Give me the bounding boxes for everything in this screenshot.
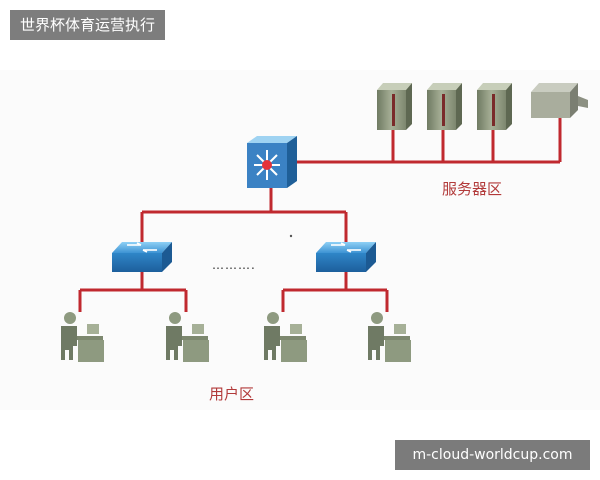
workstation-icon <box>166 312 209 362</box>
page-title: 世界杯体育运营执行 <box>10 10 166 40</box>
core-switch-icon <box>247 136 297 188</box>
server-zone-label: 服务器区 <box>442 180 503 198</box>
watermark: m-cloud-worldcup.com <box>395 440 590 470</box>
server-icon <box>477 83 512 130</box>
server-links <box>297 118 562 164</box>
user-zone-label: 用户区 <box>209 385 255 403</box>
printer-icon <box>531 83 588 118</box>
access-switch-icon <box>316 242 376 272</box>
server-icon <box>377 83 412 130</box>
access-links <box>78 272 389 312</box>
server-icon <box>427 83 462 130</box>
stray-dot <box>289 234 293 238</box>
access-switch-icon <box>112 242 172 272</box>
ellipsis: ………. <box>212 258 256 272</box>
workstation-icon <box>61 312 104 362</box>
workstation-icon <box>264 312 307 362</box>
distribution-links <box>140 188 348 242</box>
workstation-icon <box>368 312 411 362</box>
